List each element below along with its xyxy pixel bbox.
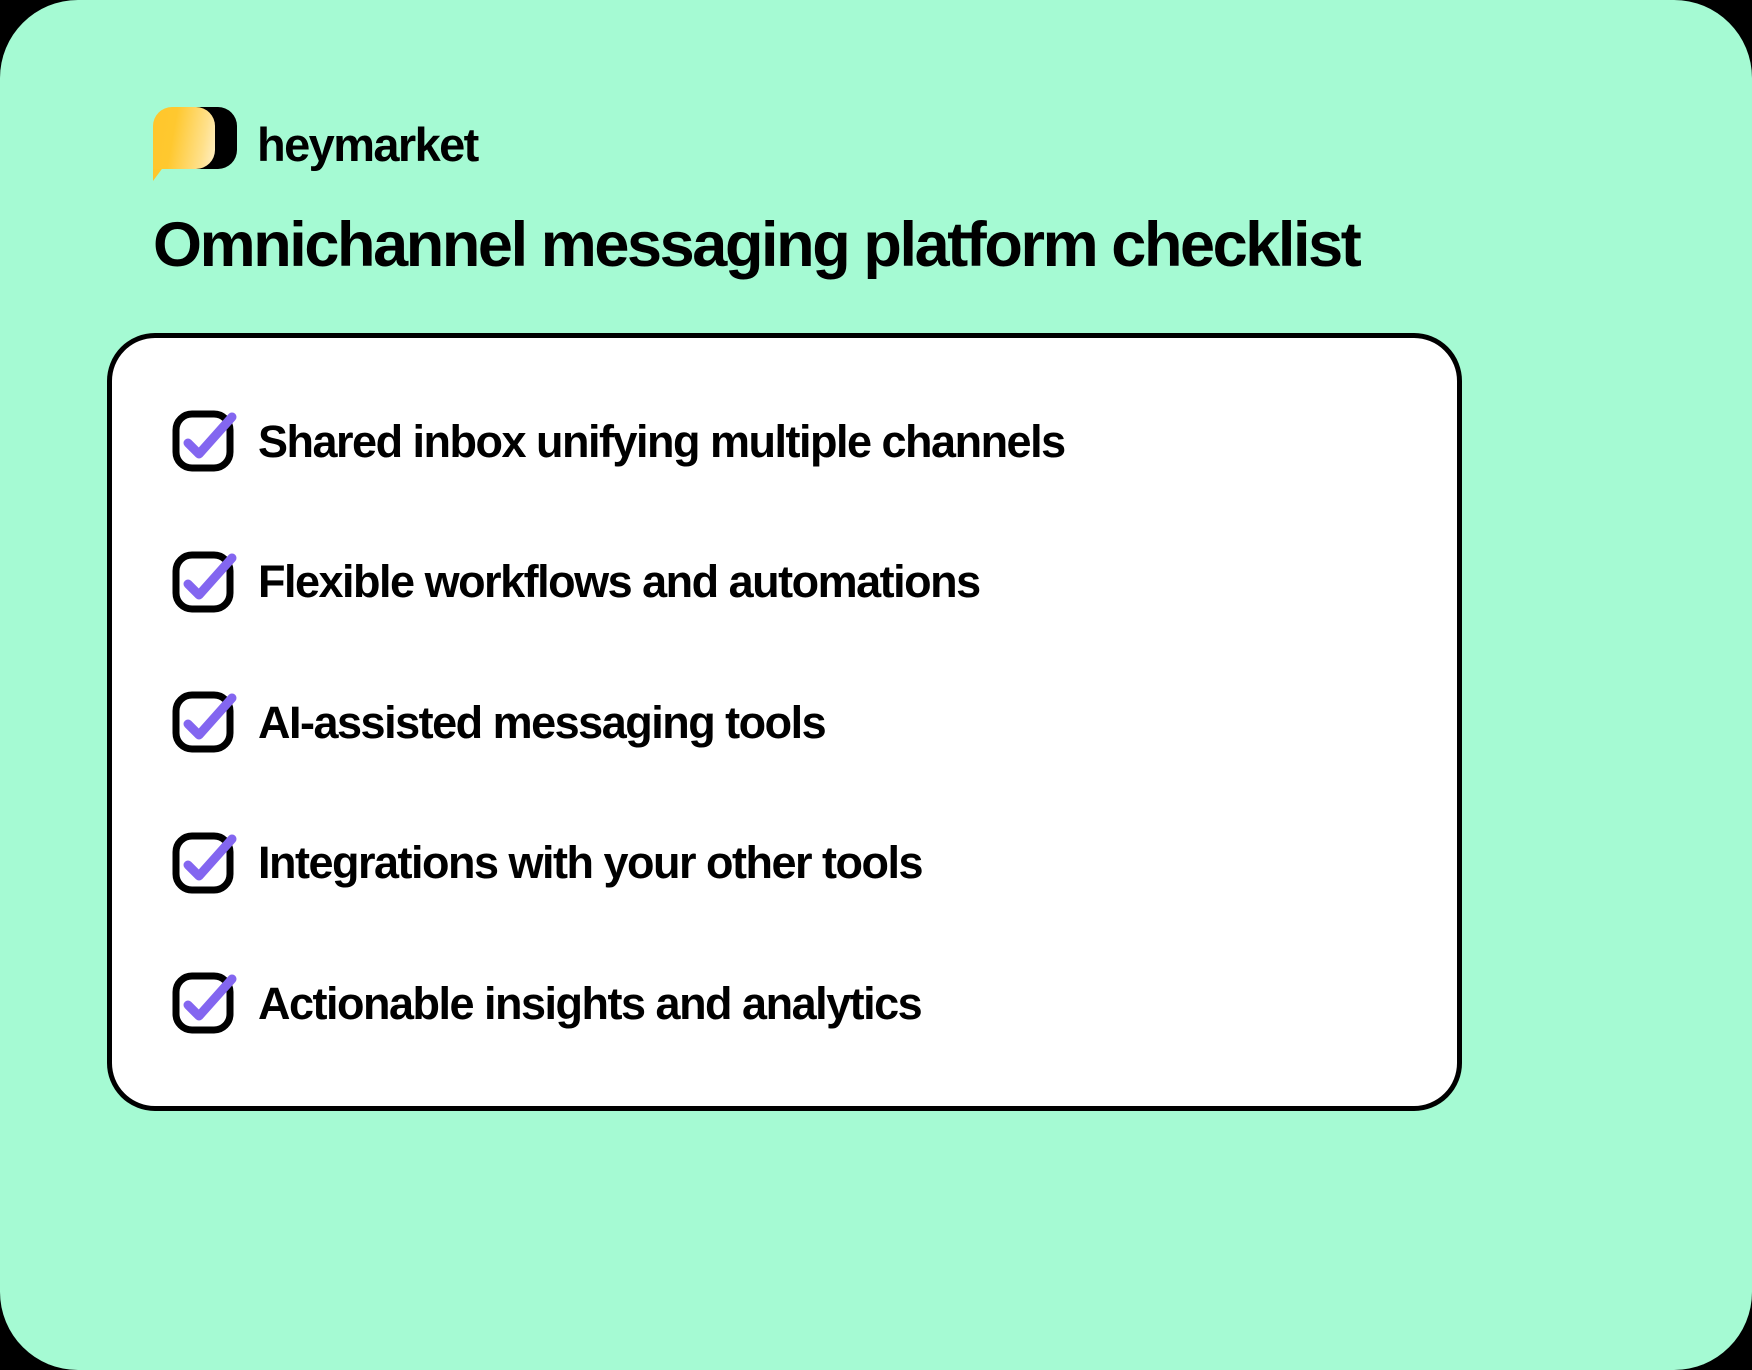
list-item-label: AI-assisted messaging tools	[258, 696, 827, 748]
checkbox-checked-icon[interactable]	[172, 410, 237, 472]
checkbox-checked-icon[interactable]	[172, 691, 237, 753]
list-item[interactable]: Actionable insights and analytics	[172, 972, 1397, 1034]
list-item[interactable]: Flexible workflows and automations	[172, 551, 1397, 613]
checkbox-checked-icon[interactable]	[172, 832, 237, 894]
list-item-label: Integrations with your other tools	[258, 837, 924, 888]
checklist-card: Shared inbox unifying multiple channels …	[107, 333, 1462, 1111]
checkbox-checked-icon[interactable]	[172, 972, 237, 1034]
logo-bubble-body	[153, 107, 215, 169]
list-item-label: Flexible workflows and automations	[258, 556, 981, 607]
list-item-label: Actionable insights and analytics	[258, 977, 923, 1029]
list-item-label: Shared inbox unifying multiple channels	[258, 415, 1066, 467]
brand-wordmark: heymarket	[257, 117, 479, 171]
checkbox-checked-icon[interactable]	[172, 551, 237, 613]
list-item[interactable]: Shared inbox unifying multiple channels	[172, 410, 1397, 472]
list-item[interactable]: AI-assisted messaging tools	[172, 691, 1397, 753]
brand-lockup: heymarket	[153, 106, 479, 182]
chat-bubble-logo-icon	[153, 106, 239, 182]
list-item[interactable]: Integrations with your other tools	[172, 832, 1397, 894]
page-title: Omnichannel messaging platform checklist	[153, 210, 1362, 280]
